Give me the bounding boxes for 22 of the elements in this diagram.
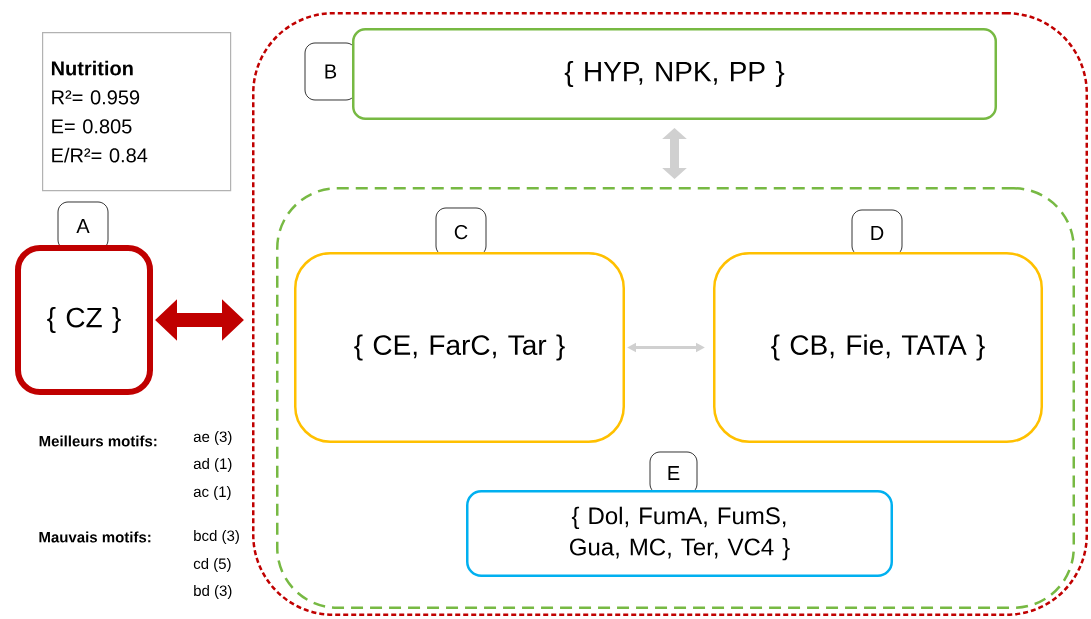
stats-box: Nutrition R²= 0.959 E= 0.805 E/R²= 0.84	[42, 32, 232, 192]
legend-heading: Mauvais motifs:	[39, 531, 151, 543]
group-box: B { HYP, NPK, PP }	[304, 28, 997, 120]
double-arrow	[662, 128, 687, 179]
tab-label: A	[57, 201, 109, 251]
motif-label: cd (5)	[193, 558, 231, 572]
motif-label: ae (3)	[193, 431, 232, 445]
dashed-group-frame	[276, 187, 1075, 609]
group-box: C { CE, FarC, Tar }	[294, 207, 625, 443]
tab-label: E	[649, 451, 698, 495]
dashed-group-frame	[252, 12, 1088, 616]
group-box: D { CB, Fie, TATA }	[713, 209, 1043, 443]
tab-label: D	[851, 209, 903, 257]
motif-label: bcd (3)	[194, 530, 239, 544]
group-box: A { CZ }	[15, 201, 153, 395]
motif-label: ad (1)	[193, 458, 232, 472]
motif-label: ac (1)	[193, 486, 231, 500]
tab-label: C	[435, 207, 487, 257]
tab-label: B	[304, 42, 357, 101]
group-box: E { Dol, FumA, FumS, Gua, MC, Ter, VC4 }	[466, 451, 893, 577]
motif-label: bd (3)	[194, 585, 232, 599]
legend-heading: Meilleurs motifs:	[39, 435, 157, 447]
